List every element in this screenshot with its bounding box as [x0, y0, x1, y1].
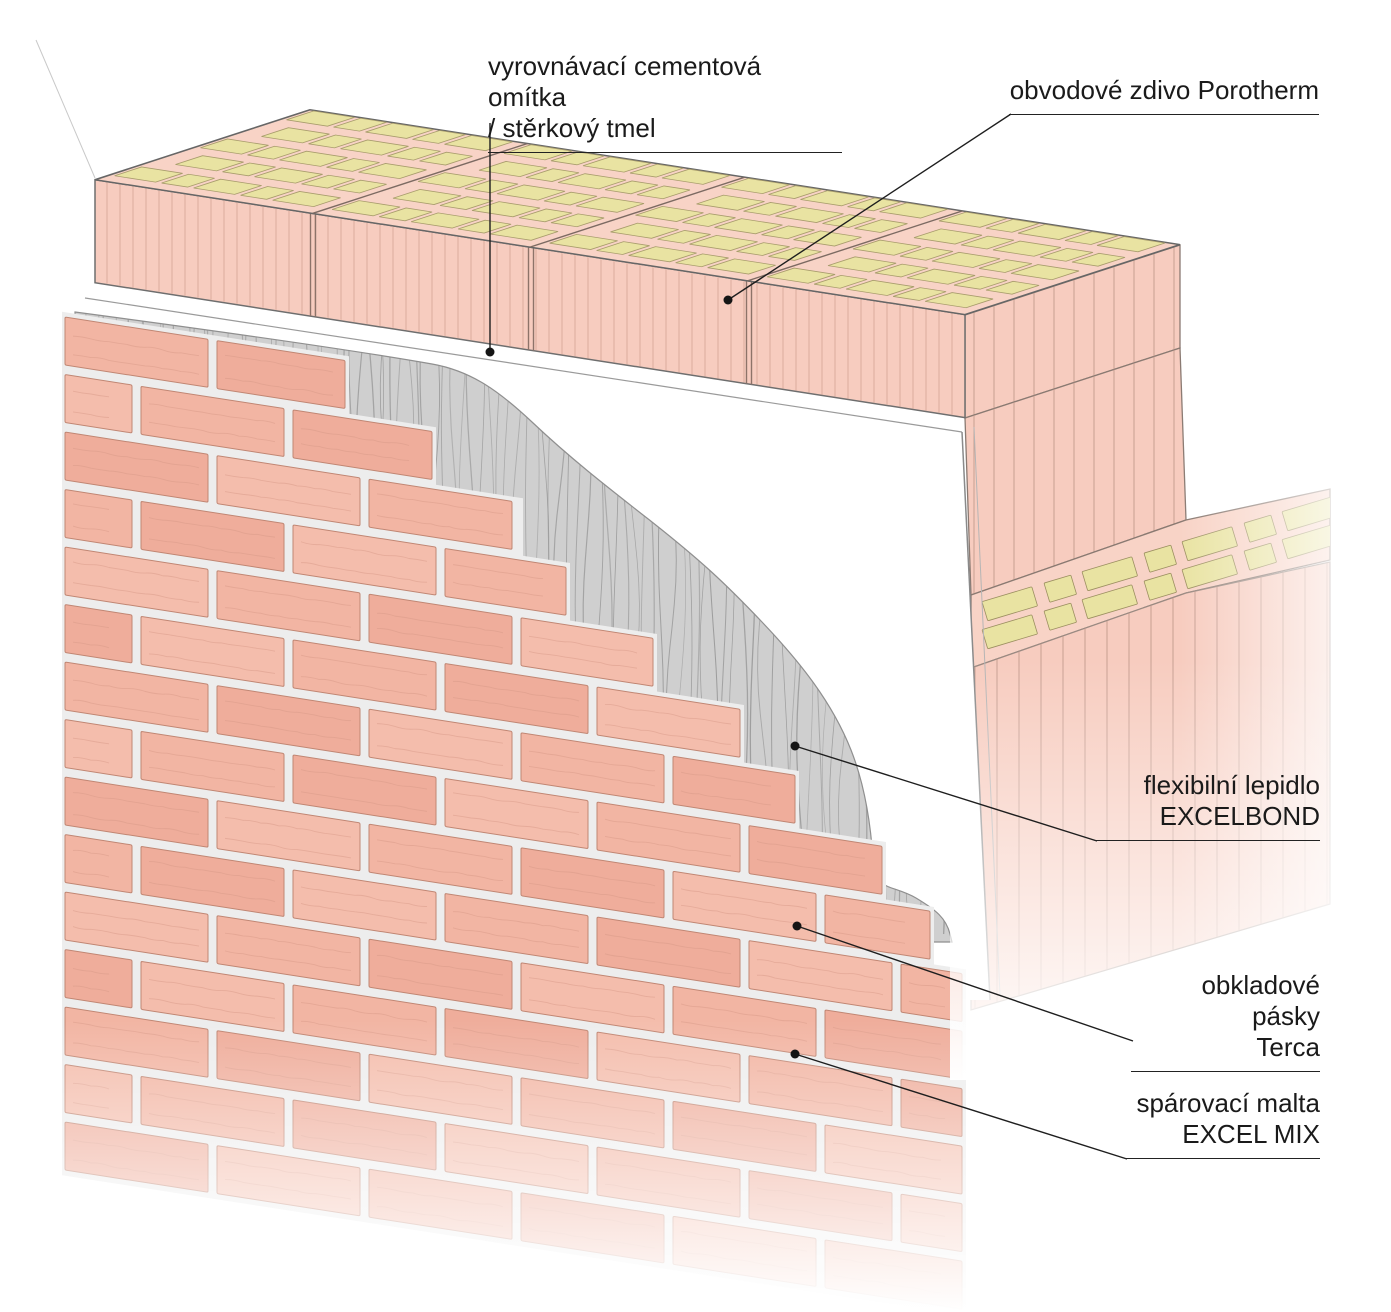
leader-mortar — [794, 1053, 1128, 1160]
leader-dot-masonry — [723, 295, 733, 305]
label-masonry-porotherm: obvodové zdivo Porotherm — [1009, 75, 1319, 115]
leader-cladding — [796, 925, 1134, 1042]
label-text: vyrovnávací cementová omítka — [488, 51, 762, 112]
label-leveling-plaster: vyrovnávací cementová omítka / stěrkový … — [488, 51, 842, 153]
label-text: obkladové pásky — [1201, 970, 1320, 1031]
leader-lines — [485, 113, 1134, 1160]
label-adhesive-excelbond: flexibilní lepidlo EXCELBOND — [1095, 770, 1320, 841]
leader-dot-cladding — [792, 921, 802, 931]
label-text: spárovací malta — [1136, 1088, 1320, 1118]
label-text: obvodové zdivo Porotherm — [1009, 75, 1319, 105]
label-text: EXCEL MIX — [1182, 1119, 1320, 1149]
label-text: EXCELBOND — [1159, 801, 1320, 831]
fade-overlays — [0, 220, 1391, 1312]
label-text: flexibilní lepidlo — [1143, 770, 1320, 800]
label-cladding-terca: obkladové pásky Terca — [1131, 970, 1320, 1072]
leader-dot-plaster — [485, 347, 495, 357]
leader-masonry — [727, 113, 1012, 301]
label-text: Terca — [1256, 1032, 1320, 1062]
porotherm-core-pattern — [114, 110, 1166, 309]
porotherm-top-course — [94, 108, 1181, 419]
leader-adhesive — [794, 745, 1098, 842]
sketch-construction-line — [35, 39, 96, 179]
label-text: / stěrkový tmel — [488, 113, 656, 143]
leader-dot-mortar — [790, 1049, 800, 1059]
leader-dot-adhesive — [790, 741, 800, 751]
label-mortar-excelmix: spárovací malta EXCEL MIX — [1125, 1088, 1320, 1159]
